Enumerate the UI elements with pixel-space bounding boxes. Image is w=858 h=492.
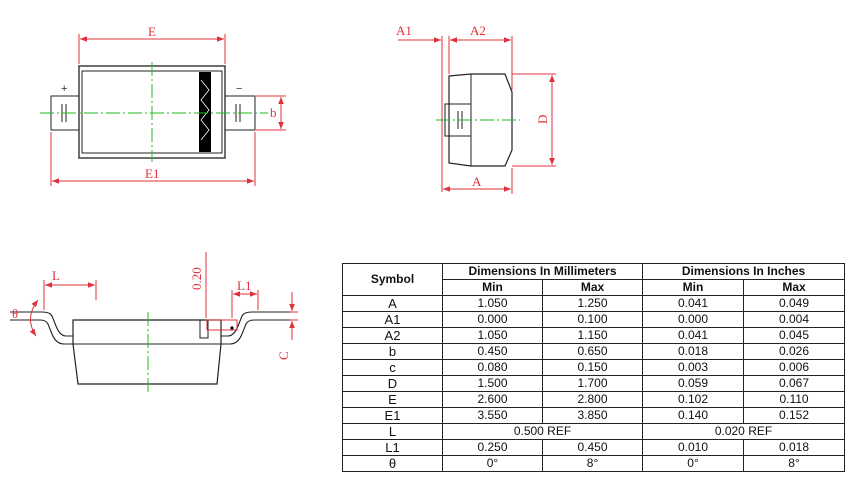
row-in-min: 0.059 (642, 375, 745, 392)
row-in-min: 0.041 (642, 295, 745, 312)
header-symbol: Symbol (342, 263, 443, 296)
row-in-ref: 0.020 REF (642, 423, 846, 440)
row-symbol: θ (342, 455, 443, 472)
row-mm-max: 0.100 (541, 311, 644, 328)
header-mm-min: Min (442, 279, 543, 296)
cathode-band (199, 72, 211, 152)
row-symbol: E (342, 391, 443, 408)
cathode-band-mark (200, 79, 210, 141)
dim-E-label: E (148, 24, 156, 39)
dim-A-label: A (472, 174, 482, 189)
row-mm-max: 0.450 (541, 439, 644, 456)
row-in-min: 0.140 (642, 407, 745, 424)
dimension-table-container: Symbol Dimensions In Millimeters Dimensi… (342, 263, 846, 472)
row-symbol: c (342, 359, 443, 376)
row-in-max: 8° (743, 455, 846, 472)
profile-view: L θ 0.20 L1 C (10, 252, 298, 392)
row-symbol: A2 (342, 327, 443, 344)
row-mm-max: 3.850 (541, 407, 644, 424)
dim-E1-label: E1 (145, 166, 159, 181)
table-row: D 1.500 1.700 0.059 0.067 (342, 375, 846, 392)
table-row: L1 0.250 0.450 0.010 0.018 (342, 439, 846, 456)
row-in-min: 0° (642, 455, 745, 472)
dim-A1-label: A1 (396, 23, 412, 38)
table-row: A2 1.050 1.150 0.041 0.045 (342, 327, 846, 344)
table-row: L 0.500 REF 0.020 REF (342, 423, 846, 440)
row-mm-min: 1.050 (442, 327, 543, 344)
header-mm-max: Max (541, 279, 644, 296)
row-mm-min: 2.600 (442, 391, 543, 408)
row-symbol: b (342, 343, 443, 360)
minus-sign: − (236, 83, 242, 95)
row-mm-max: 0.150 (541, 359, 644, 376)
row-mm-max: 1.250 (541, 295, 644, 312)
plus-sign: + (61, 83, 67, 95)
header-millimeters: Dimensions In Millimeters (441, 263, 644, 280)
table-row: E 2.600 2.800 0.102 0.110 (342, 391, 846, 408)
table-row: A1 0.000 0.100 0.000 0.004 (342, 311, 846, 328)
row-in-min: 0.041 (642, 327, 745, 344)
row-in-min: 0.003 (642, 359, 745, 376)
header-in-min: Min (642, 279, 745, 296)
row-mm-ref: 0.500 REF (441, 423, 644, 440)
header-inches: Dimensions In Inches (642, 263, 846, 280)
row-in-max: 0.004 (743, 311, 846, 328)
left-profile-lead (10, 311, 73, 337)
end-view: A1 A2 D A (396, 23, 556, 194)
dim-A2-label: A2 (470, 23, 486, 38)
row-mm-min: 0.000 (442, 311, 543, 328)
row-in-min: 0.010 (642, 439, 745, 456)
row-symbol: L1 (342, 439, 443, 456)
end-view-body (448, 73, 513, 167)
table-row: c 0.080 0.150 0.003 0.006 (342, 359, 846, 376)
row-in-max: 0.067 (743, 375, 846, 392)
dim-clearance-label: 0.20 (189, 267, 204, 290)
row-mm-min: 1.050 (442, 295, 543, 312)
row-in-max: 0.152 (743, 407, 846, 424)
row-mm-max: 2.800 (541, 391, 644, 408)
row-mm-min: 0.450 (442, 343, 543, 360)
row-mm-max: 0.650 (541, 343, 644, 360)
row-symbol: A1 (342, 311, 443, 328)
table-row: b 0.450 0.650 0.018 0.026 (342, 343, 846, 360)
right-profile-lead (221, 311, 290, 337)
row-symbol: D (342, 375, 443, 392)
row-in-max: 0.049 (743, 295, 846, 312)
row-mm-max: 1.700 (541, 375, 644, 392)
profile-body (72, 319, 222, 385)
row-in-max: 0.018 (743, 439, 846, 456)
dim-b-label: b (270, 105, 277, 120)
dim-theta-arc (29, 299, 39, 337)
row-mm-min: 0° (442, 455, 543, 472)
dimension-table: Symbol Dimensions In Millimeters Dimensi… (342, 263, 846, 472)
row-in-min: 0.018 (642, 343, 745, 360)
row-mm-max: 1.150 (541, 327, 644, 344)
row-symbol: E1 (342, 407, 443, 424)
row-mm-min: 0.080 (442, 359, 543, 376)
row-mm-min: 3.550 (442, 407, 543, 424)
row-in-max: 0.110 (743, 391, 846, 408)
row-in-max: 0.045 (743, 327, 846, 344)
dim-L1-label: L1 (237, 278, 251, 293)
top-view: + − E E1 b (40, 24, 286, 186)
table-row: A 1.050 1.250 0.041 0.049 (342, 295, 846, 312)
dim-c-label: C (276, 351, 291, 360)
dim-theta-label: θ (12, 306, 18, 321)
table-row: θ 0° 8° 0° 8° (342, 455, 846, 472)
row-in-min: 0.000 (642, 311, 745, 328)
row-in-max: 0.006 (743, 359, 846, 376)
dim-L-label: L (52, 268, 60, 283)
row-in-max: 0.026 (743, 343, 846, 360)
row-symbol: L (342, 423, 443, 440)
row-symbol: A (342, 295, 443, 312)
dim-D-label: D (535, 115, 550, 124)
row-mm-max: 8° (541, 455, 644, 472)
row-in-min: 0.102 (642, 391, 745, 408)
row-mm-min: 0.250 (442, 439, 543, 456)
header-in-max: Max (743, 279, 846, 296)
row-mm-min: 1.500 (442, 375, 543, 392)
table-row: E1 3.550 3.850 0.140 0.152 (342, 407, 846, 424)
